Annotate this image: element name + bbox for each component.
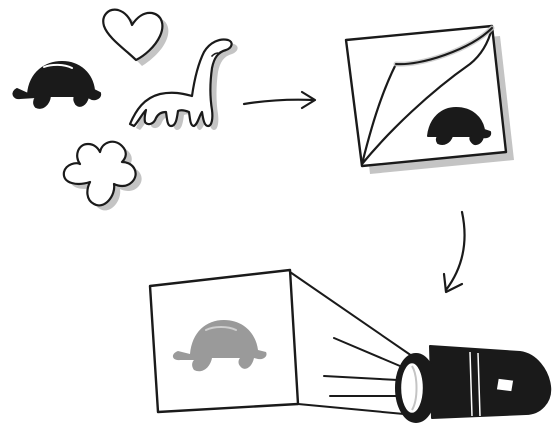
heart-shape-icon	[103, 10, 168, 66]
arrow-right	[244, 92, 315, 108]
flashlight-icon	[396, 346, 550, 422]
folded-paper-icon	[346, 26, 514, 174]
cloud-shape-icon	[64, 142, 142, 211]
shapes-group	[13, 10, 237, 211]
arrow-down	[444, 212, 465, 292]
turtle-shape-icon	[13, 62, 100, 108]
projection-group	[150, 270, 550, 422]
